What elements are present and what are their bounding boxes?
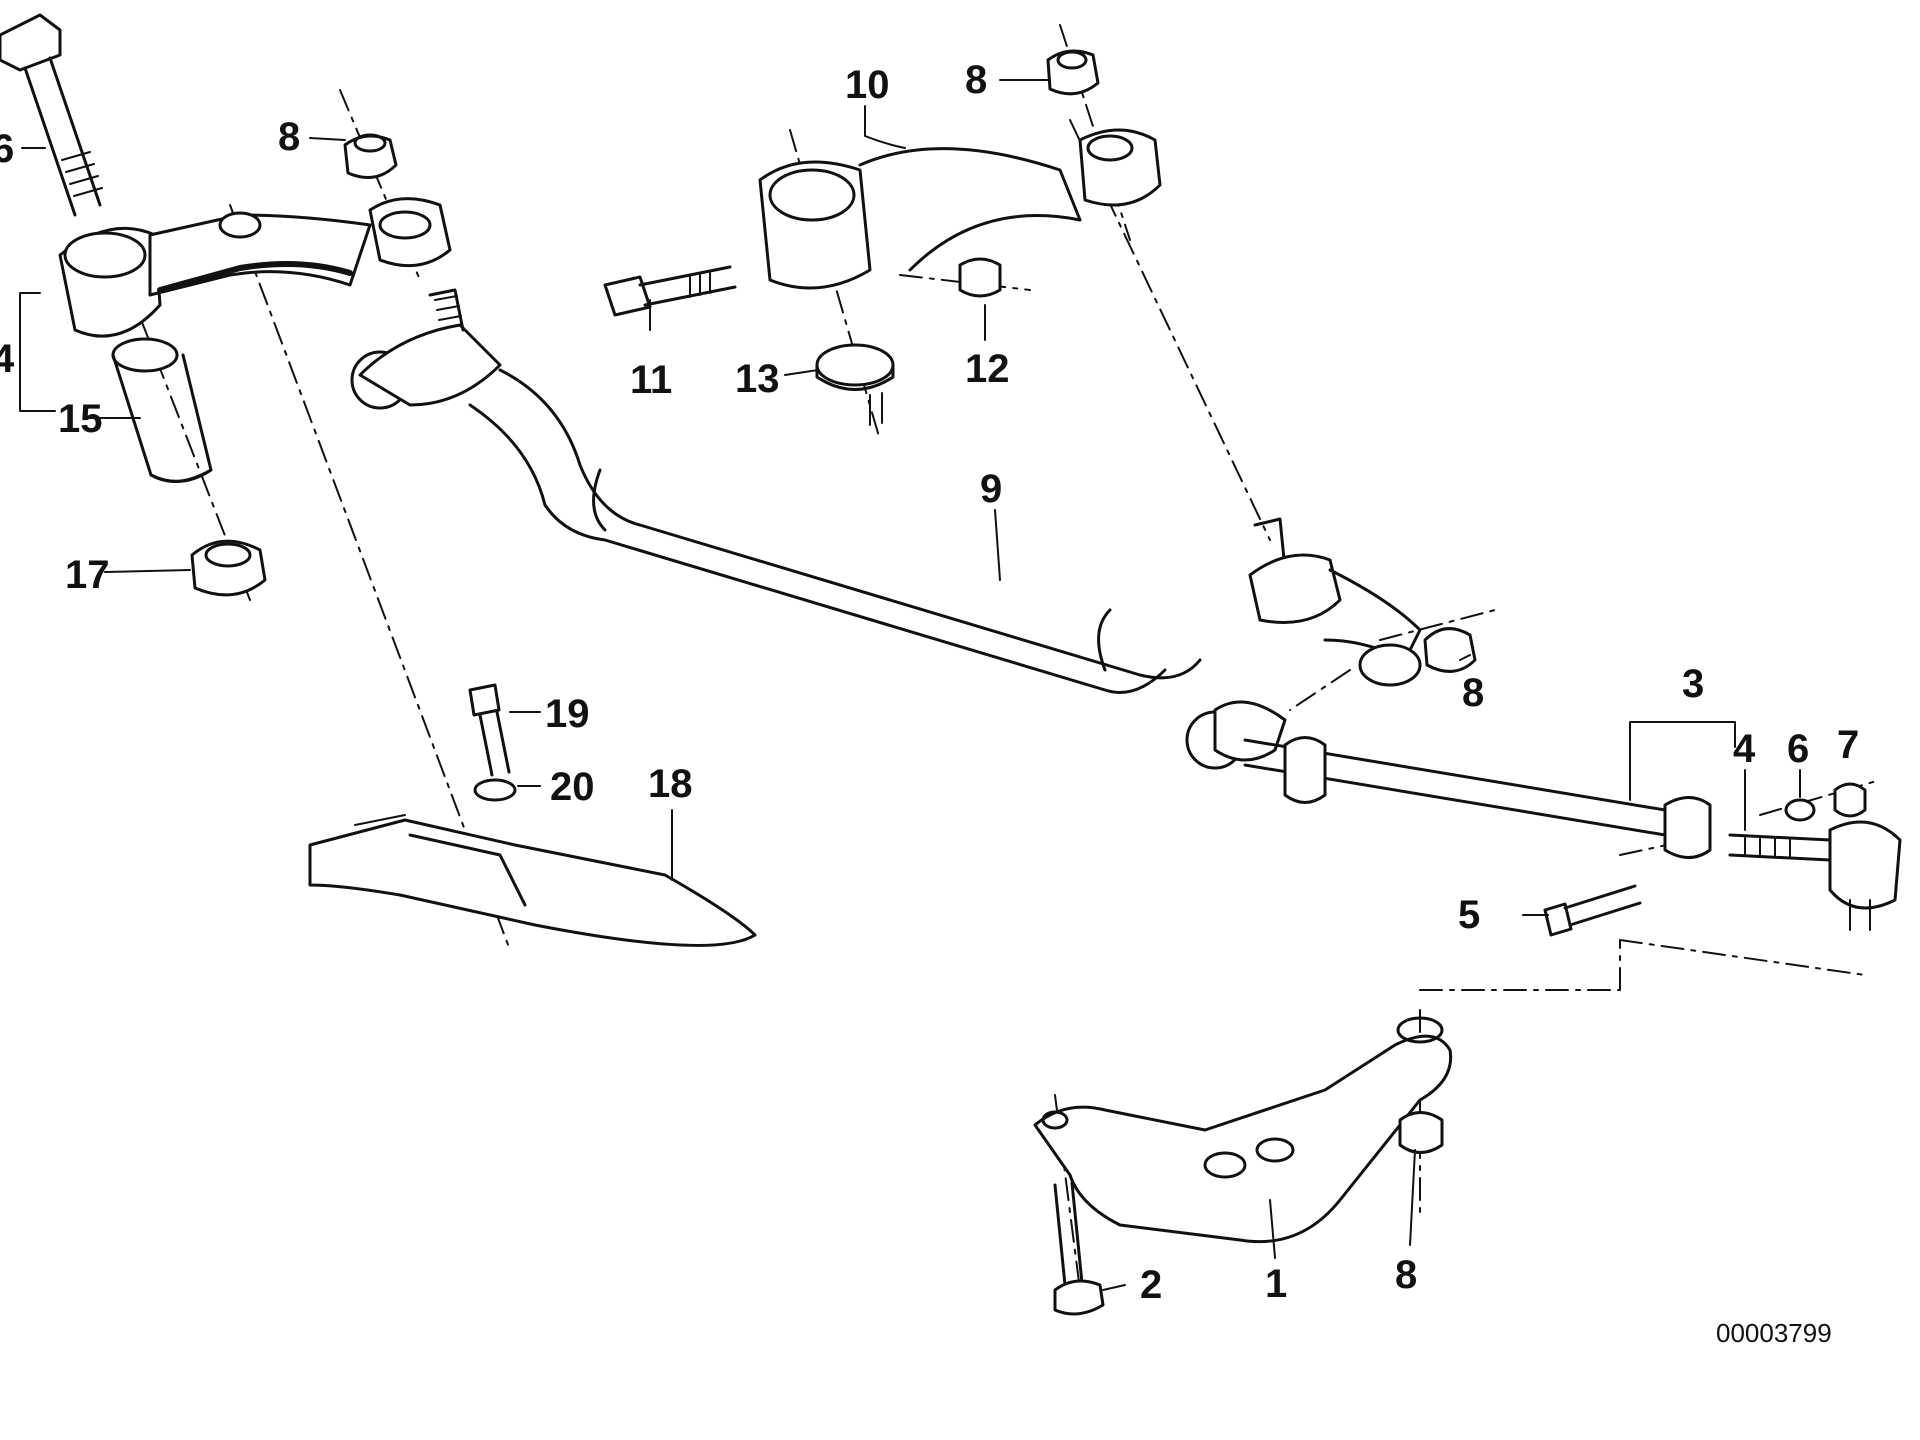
tie-rod-end-4 (1730, 822, 1900, 930)
tie-rod-3 (1187, 702, 1710, 858)
callout-10: 10 (845, 63, 890, 107)
nut-8a (345, 135, 396, 178)
callout-12: 12 (965, 347, 1010, 391)
bolt-11 (605, 267, 735, 315)
callouts: 6 4 15 17 8 10 8 11 13 12 9 8 19 20 18 3… (0, 58, 1859, 1307)
idler-arm-14 (60, 199, 450, 337)
leader-lines (19, 79, 1801, 1291)
callout-2: 2 (1140, 1263, 1162, 1307)
nut-7 (1835, 784, 1865, 816)
callout-4: 4 (1733, 727, 1756, 771)
callout-3: 3 (1682, 662, 1704, 706)
callout-8b: 8 (965, 58, 987, 102)
bolt-2 (1055, 1183, 1103, 1314)
washer-6 (1786, 800, 1814, 820)
callout-17: 17 (65, 553, 110, 597)
bolt-5 (1545, 886, 1640, 935)
drawing-number: 00003799 (1716, 1318, 1832, 1348)
callout-8a: 8 (278, 115, 300, 159)
nut-17 (192, 541, 265, 595)
callout-8c: 8 (1462, 671, 1484, 715)
bolt-16 (0, 15, 102, 215)
nut-8d (1400, 1113, 1442, 1153)
nut-8c (1425, 629, 1475, 672)
callout-9: 9 (980, 467, 1002, 511)
nut-12 (960, 259, 1000, 296)
callout-15: 15 (58, 397, 103, 441)
rod-end-right (1250, 519, 1420, 685)
callout-1: 1 (1265, 1262, 1287, 1306)
callout-13: 13 (735, 357, 780, 401)
callout-16: 6 (0, 127, 14, 171)
washer-20 (475, 780, 515, 800)
callout-6: 6 (1787, 727, 1809, 771)
callout-20: 20 (550, 765, 595, 809)
bracket-1 (1035, 1018, 1451, 1242)
callout-18: 18 (648, 762, 693, 806)
bolt-19 (470, 685, 509, 775)
callout-11: 11 (630, 358, 672, 402)
callout-14: 4 (0, 337, 15, 381)
callout-8d: 8 (1395, 1253, 1417, 1297)
seal-13 (817, 345, 893, 425)
nut-8b (1048, 51, 1098, 94)
pitman-arm-10 (760, 130, 1160, 288)
bushing-15 (113, 339, 211, 481)
callout-19: 19 (545, 692, 590, 736)
center-tie-rod-9 (352, 290, 1200, 693)
callout-5: 5 (1458, 893, 1480, 937)
callout-7: 7 (1837, 723, 1859, 767)
heat-shield-18 (310, 815, 755, 945)
